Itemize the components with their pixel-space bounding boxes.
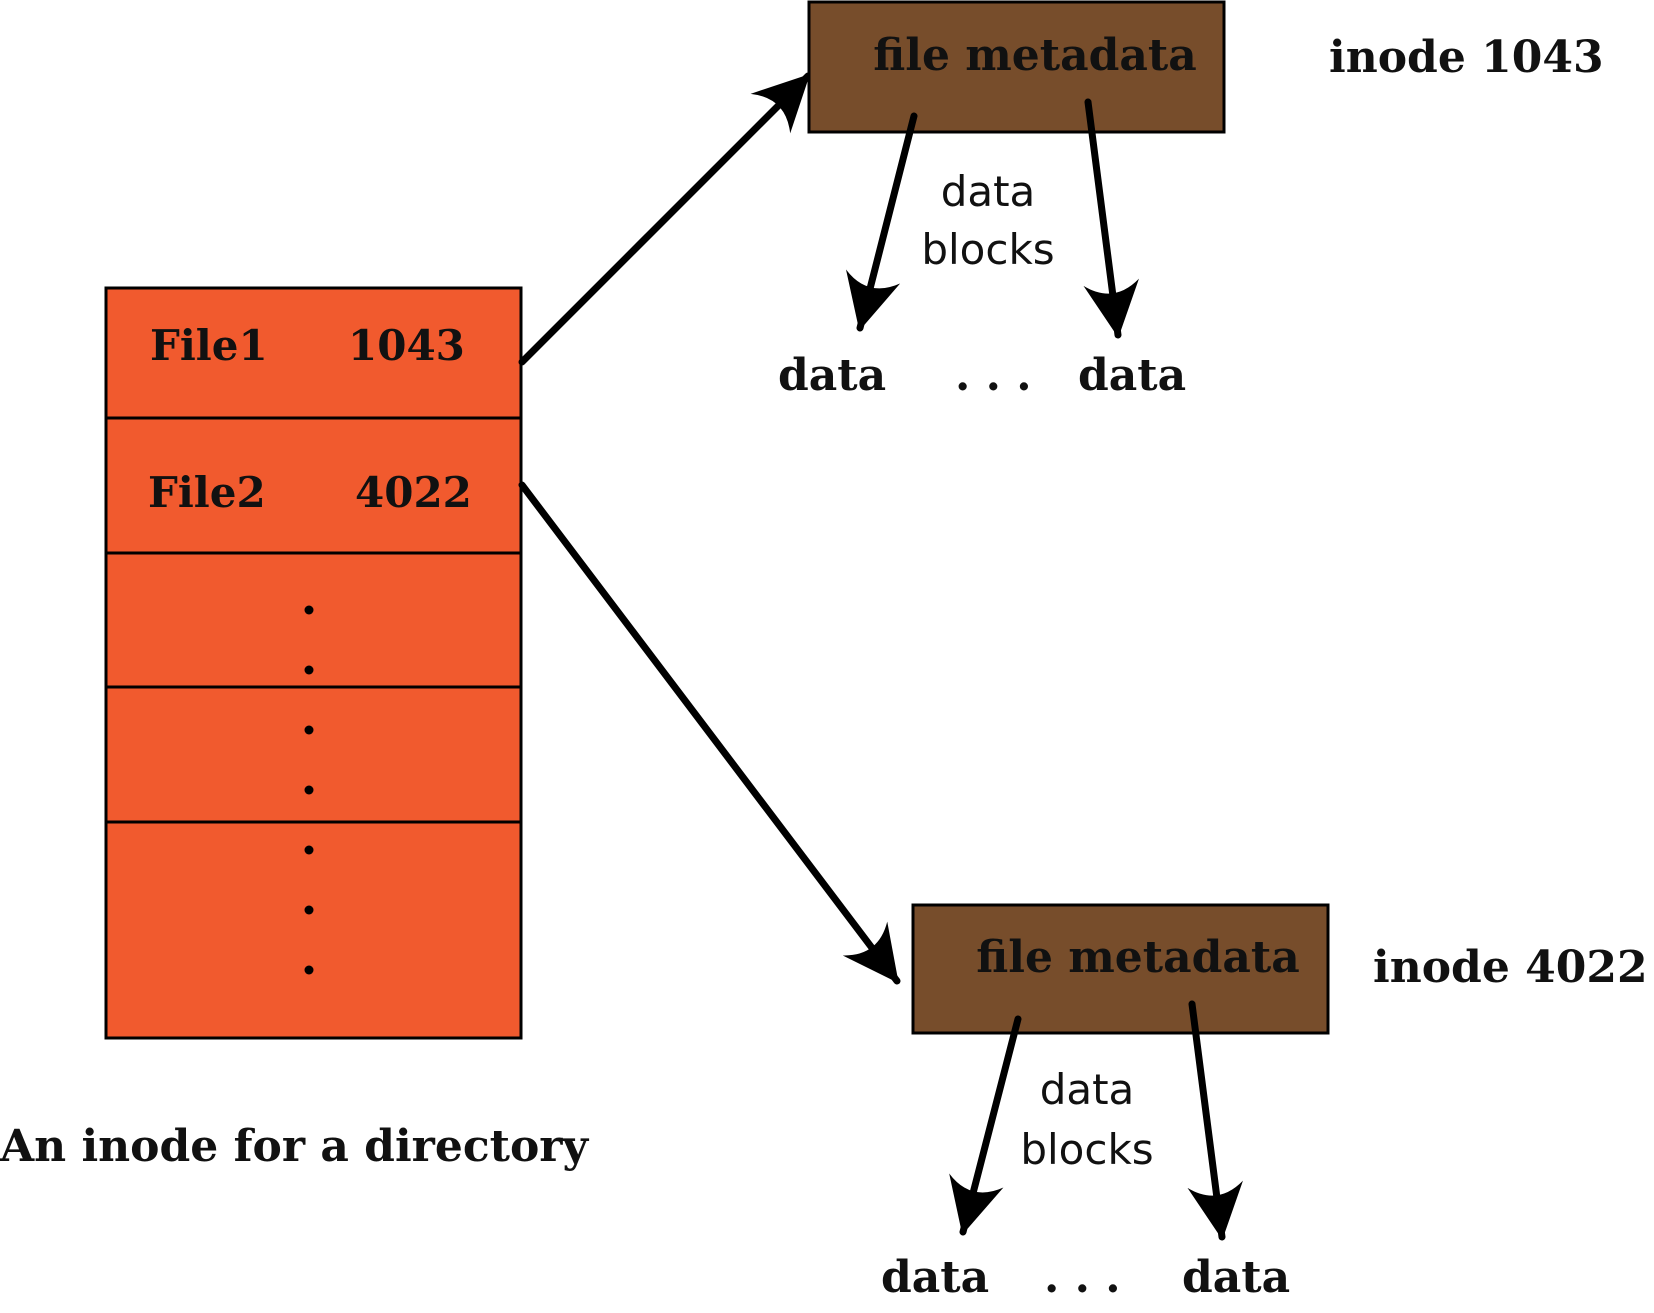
data-blocks-label: blocks [1020,1125,1153,1174]
metadata-box [911,903,1330,1035]
entry-name: File1 [150,321,268,370]
data-block-arrow [845,112,918,332]
entry-inode-number: 1043 [348,321,465,370]
data-block: data [778,350,886,401]
pointer-arrow-file1 [518,72,812,366]
data-block-arrow [1083,98,1139,339]
more-entries-dot [304,845,314,855]
directory-table: File1 1043 File2 4022 [104,286,523,1040]
directory-caption: An inode for a directory [0,1121,589,1172]
entry-inode-number: 4022 [355,468,472,517]
ellipsis: . . . [1044,1252,1121,1303]
more-entries-dot [304,725,314,735]
data-block-arrow [1187,1000,1243,1241]
data-block-arrow [949,1015,1022,1236]
more-entries-dot [304,965,314,975]
inode-1043: file metadata inode 1043 data blocks dat… [778,0,1604,401]
data-blocks-label: blocks [921,225,1054,274]
data-block: data [1078,350,1186,401]
data-blocks-label: data [1040,1065,1135,1114]
inode-label: inode 4022 [1373,942,1648,993]
more-entries-dot [304,785,314,795]
metadata-label: file metadata [976,932,1300,983]
entry-name: File2 [148,468,266,517]
inode-4022: file metadata inode 4022 data blocks dat… [881,903,1648,1303]
data-blocks-label: data [941,167,1036,216]
more-entries-dot [304,665,314,675]
inode-label: inode 1043 [1329,32,1604,83]
pointer-arrow-file2 [518,481,901,985]
metadata-label: file metadata [873,30,1197,81]
more-entries-dot [304,605,314,615]
more-entries-dot [304,905,314,915]
directory-table-frame [104,286,523,1040]
data-block: data [881,1252,989,1303]
ellipsis: . . . [955,350,1032,401]
metadata-box [807,0,1226,134]
data-block: data [1182,1252,1290,1303]
